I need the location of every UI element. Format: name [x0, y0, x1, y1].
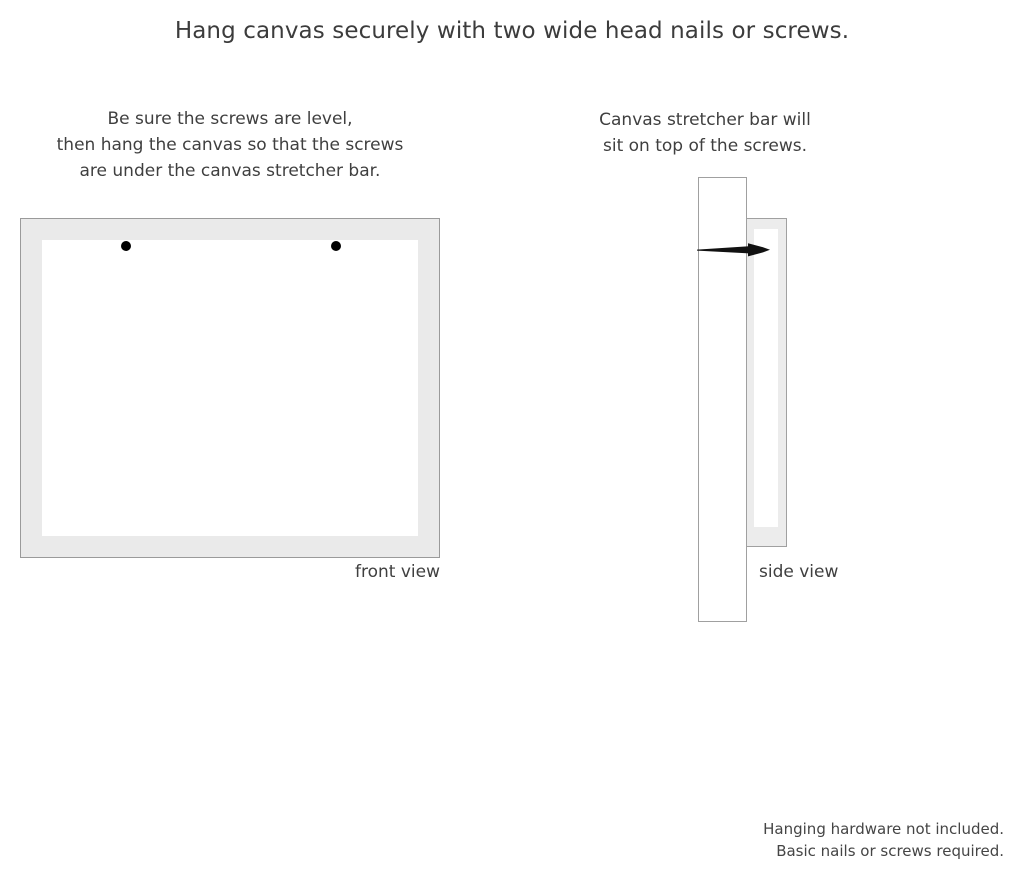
- side-caption-line-2: sit on top of the screws.: [602, 136, 808, 156]
- side-view-label: side view: [759, 562, 839, 582]
- front-caption-line-2: then hang the canvas so that the screws: [56, 135, 404, 155]
- front-caption-line-3: are under the canvas stretcher bar.: [79, 161, 381, 181]
- screw-side-icon: [697, 242, 771, 258]
- front-caption-line-1: Be sure the screws are level,: [107, 109, 353, 129]
- footer-line-1: Hanging hardware not included.: [763, 820, 1004, 838]
- screw-dot-right-icon: [331, 241, 341, 251]
- screw-dot-left-icon: [121, 241, 131, 251]
- front-view-caption: Be sure the screws are level, then hang …: [20, 106, 440, 184]
- footer-note: Hanging hardware not included. Basic nai…: [484, 818, 1004, 862]
- front-view-illustration: [20, 218, 440, 558]
- side-view-caption: Canvas stretcher bar will sit on top of …: [585, 107, 825, 159]
- footer-line-2: Basic nails or screws required.: [776, 842, 1004, 860]
- canvas-face-side: [754, 229, 778, 527]
- canvas-frame-front: [20, 218, 440, 558]
- canvas-stretcher-bar-side: [746, 218, 787, 547]
- page-title: Hang canvas securely with two wide head …: [174, 18, 850, 44]
- front-view-label: front view: [355, 562, 440, 582]
- side-caption-line-1: Canvas stretcher bar will: [599, 110, 811, 130]
- canvas-face-front: [42, 240, 418, 536]
- side-view-illustration: [690, 170, 890, 640]
